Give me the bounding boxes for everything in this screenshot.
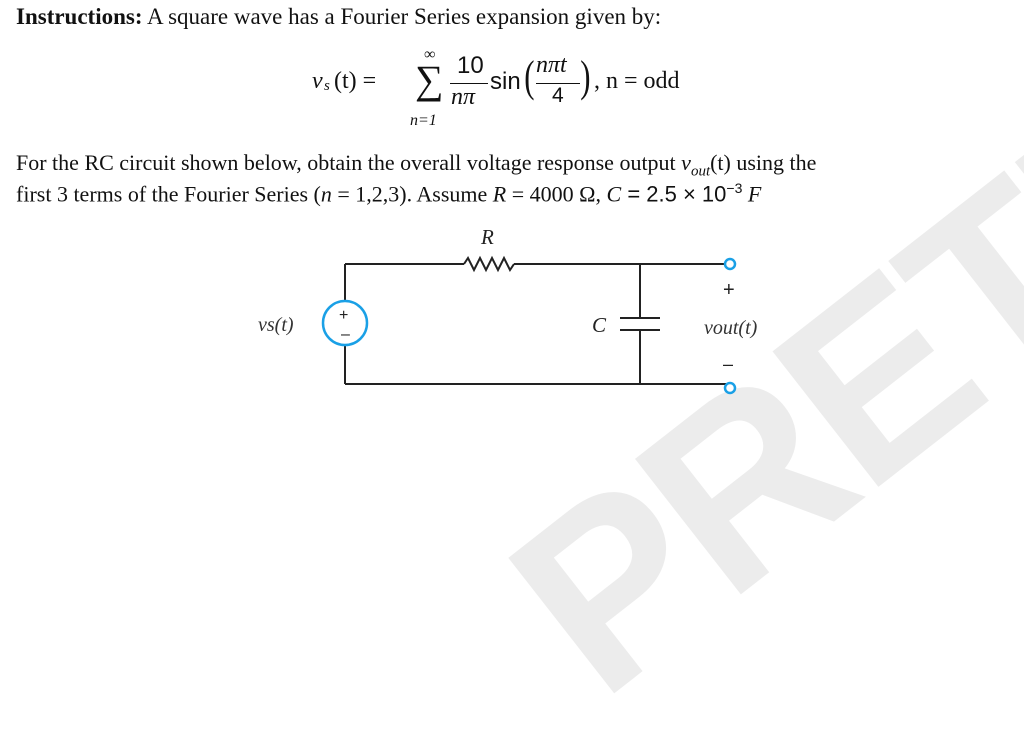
source-minus-sign: –	[341, 326, 350, 343]
resistor-symbol	[463, 255, 515, 273]
formula-condition: , n = odd	[594, 68, 680, 94]
vout-var: v	[681, 150, 691, 175]
sum-lower-limit: n=1	[410, 112, 437, 129]
f-unit: F	[747, 181, 762, 207]
argument-bar	[536, 83, 580, 84]
n-values: = 1,2,3). Assume	[331, 181, 488, 207]
source-plus-sign: +	[339, 307, 348, 324]
rc-circuit-diagram: + – vs(t) R C + – vout(t)	[258, 225, 758, 395]
problem-line-1: For the RC circuit shown below, obtain t…	[16, 150, 816, 180]
sum-sign: ∑	[415, 57, 444, 102]
capacitor-label: C	[592, 313, 607, 337]
output-terminal-bottom	[723, 381, 737, 395]
source-label: vs(t)	[258, 314, 294, 336]
output-plus-sign: +	[723, 279, 735, 301]
r-value: = 4000 Ω,	[506, 181, 602, 207]
c-var: C	[606, 181, 622, 207]
formula-lhs-sub: s	[324, 78, 330, 94]
problem-line-2: first 3 terms of the Fourier Series (n =…	[16, 180, 761, 207]
argument-denominator: 4	[552, 84, 564, 107]
argument-numerator: nπt	[536, 52, 567, 78]
left-paren: (	[524, 52, 535, 101]
formula-lhs-var: v	[312, 68, 323, 94]
formula-lhs-arg: (t) =	[334, 68, 377, 94]
output-terminal-top	[723, 257, 737, 271]
right-paren: )	[580, 52, 591, 101]
capacitor-symbol	[620, 317, 660, 331]
problem-line-2-text: first 3 terms of the Fourier Series (	[16, 181, 321, 207]
fraction-bar	[450, 83, 488, 84]
r-var: R	[492, 181, 507, 207]
vout-sub: out	[690, 163, 711, 180]
fraction-numerator: 10	[457, 52, 484, 79]
sum-upper-limit: ∞	[424, 46, 436, 63]
output-minus-sign: –	[723, 354, 733, 374]
instructions-label: Instructions:	[16, 4, 143, 29]
voltage-source-circle	[321, 299, 369, 347]
c-value: = 2.5 × 10	[621, 181, 727, 207]
fraction-denominator: nπ	[451, 84, 476, 110]
problem-line-1-tail: (t) using the	[710, 150, 817, 175]
problem-line-1-text: For the RC circuit shown below, obtain t…	[16, 150, 676, 175]
circuit-wires	[344, 263, 726, 385]
sin-function: sin	[490, 68, 521, 95]
n-var: n	[320, 181, 332, 207]
instructions-text: A square wave has a Fourier Series expan…	[147, 4, 662, 29]
output-label: vout(t)	[704, 317, 758, 339]
instructions-line: Instructions: A square wave has a Fourie…	[16, 4, 661, 30]
c-exponent: −3	[726, 180, 743, 196]
resistor-label: R	[480, 225, 494, 249]
fourier-formula: v s (t) = ∞ ∑ n=1 10 nπ sin ( nπt 4 ) , …	[312, 46, 732, 136]
